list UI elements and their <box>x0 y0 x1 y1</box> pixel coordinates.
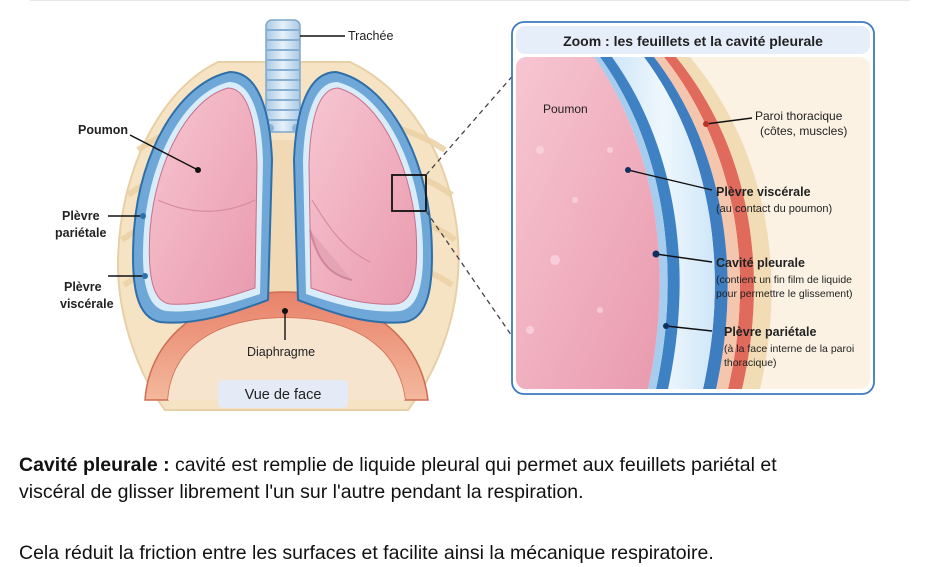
front-leader-lines <box>108 35 345 340</box>
visceral-pleura-detail: (au contact du poumon) <box>716 203 832 215</box>
parietal-pleura-label-line2: pariétale <box>55 226 106 240</box>
caption-paragraph-1: Cavité pleurale : cavité est remplie de … <box>19 452 919 506</box>
zoom-lung-label: Poumon <box>543 102 588 116</box>
right-lung <box>292 70 433 324</box>
parietal-pleura-detail-2: thoracique) <box>724 357 777 369</box>
thoracic-wall-detail: (côtes, muscles) <box>760 124 847 138</box>
caption-line-1: cavité est remplie de liquide pleural qu… <box>169 454 777 476</box>
thoracic-wall-title: Paroi thoracique <box>755 109 843 123</box>
visceral-pleura-title: Plèvre viscérale <box>716 185 811 199</box>
zoom-leader-lines <box>627 117 753 332</box>
top-divider <box>30 0 910 1</box>
parietal-pleura-label-line1: Plèvre <box>62 209 100 223</box>
parietal-pleura-detail-1: (à la face interne de la paroi <box>724 343 854 355</box>
zoom-layers <box>516 57 870 389</box>
diaphragm-label: Diaphragme <box>247 345 315 359</box>
caption-term: Cavité pleurale : <box>19 454 170 476</box>
visceral-pleura-label-line2: viscérale <box>60 297 114 311</box>
zoom-guide-line-top <box>425 71 517 176</box>
zoom-marker-square <box>391 174 427 212</box>
caption-paragraph-2: Cela réduit la friction entre les surfac… <box>19 542 714 564</box>
left-lung <box>132 70 274 324</box>
zoom-panel: Zoom : les feuillets et la cavité pleura… <box>511 21 875 395</box>
trachea-label: Trachée <box>348 29 393 43</box>
view-badge <box>218 380 348 408</box>
pleura-figure: Trachée Poumon Plèvre pariétale Plèvre v… <box>55 19 875 411</box>
zoom-title: Zoom : les feuillets et la cavité pleura… <box>563 33 823 49</box>
parietal-pleura-title: Plèvre pariétale <box>724 325 816 339</box>
front-view-illustration <box>116 19 517 411</box>
caption-line-2: viscéral de glisser librement l'un sur l… <box>19 481 584 503</box>
pleural-cavity-title: Cavité pleurale <box>716 256 805 270</box>
pleural-cavity-detail-2: pour permettre le glissement) <box>716 288 853 300</box>
view-badge-label: Vue de face <box>245 387 322 403</box>
visceral-pleura-label-line1: Plèvre <box>64 280 102 294</box>
pleural-cavity-detail-1: (contient un fin film de liquide <box>716 274 852 286</box>
lung-label: Poumon <box>78 123 128 137</box>
